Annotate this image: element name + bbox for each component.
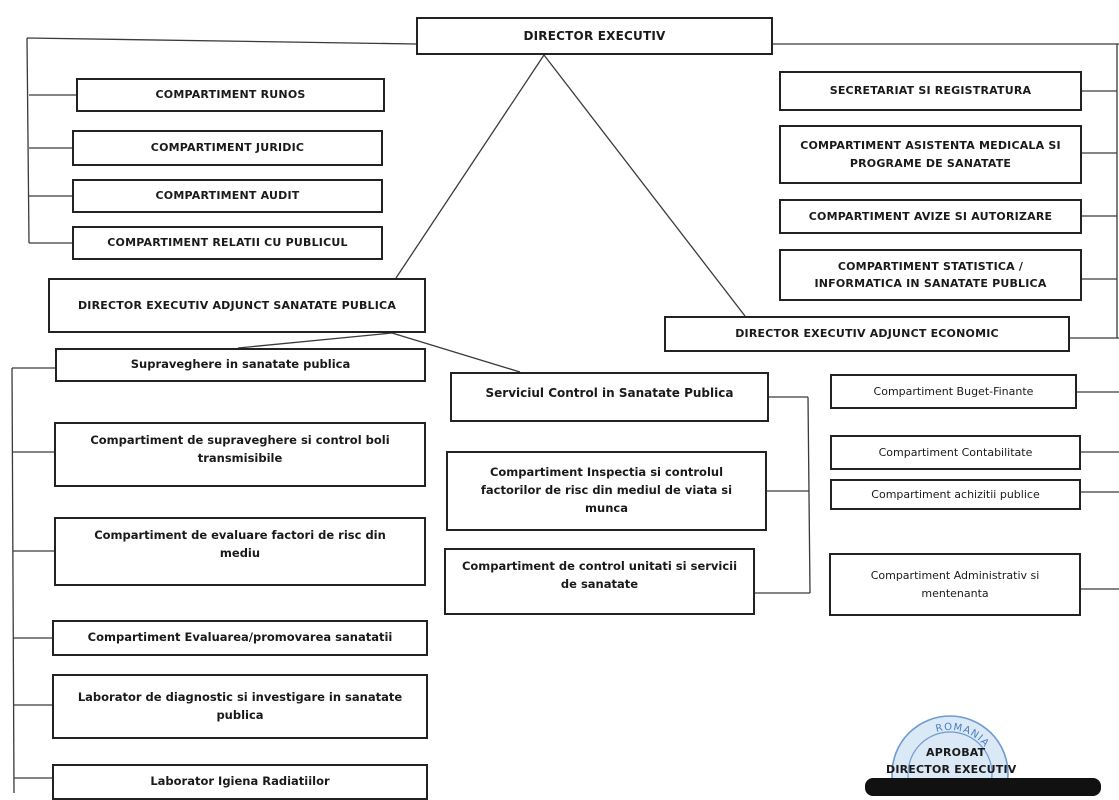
stamp-line-director: DIRECTOR EXECUTIV bbox=[886, 763, 1017, 776]
director-adjunct-sanatate-label: DIRECTOR EXECUTIV ADJUNCT SANATATE PUBLI… bbox=[77, 298, 397, 312]
compartiment-avize-autorizare-box[interactable]: COMPARTIMENT AVIZE SI AUTORIZARE bbox=[779, 199, 1082, 234]
supraveghere-sanatate-box[interactable]: Supraveghere in sanatate publica bbox=[55, 348, 426, 382]
serviciul-control-label: Serviciul Control in Sanatate Publica bbox=[485, 386, 734, 400]
compartiment-administrativ-box[interactable]: Compartiment Administrativ si mentenanta bbox=[829, 553, 1081, 616]
compartiment-asistenta-medicala-label: COMPARTIMENT ASISTENTA MEDICALA SI PROGR… bbox=[800, 139, 1061, 170]
laborator-igiena-radiatiilor-label: Laborator Igiena Radiatiilor bbox=[150, 774, 330, 789]
compartiment-juridic-label: COMPARTIMENT JURIDIC bbox=[150, 141, 305, 155]
laborator-igiena-radiatiilor-box[interactable]: Laborator Igiena Radiatiilor bbox=[52, 764, 428, 800]
approval-stamp-seal-icon: ROMANIA bbox=[891, 715, 1009, 793]
director-executiv-box[interactable]: DIRECTOR EXECUTIV bbox=[416, 17, 773, 55]
redacted-signature-bar bbox=[865, 778, 1101, 796]
compartiment-statistica-informatica-box[interactable]: COMPARTIMENT STATISTICA / INFORMATICA IN… bbox=[779, 249, 1082, 301]
compartiment-achizitii-publice-label: Compartiment achizitii publice bbox=[871, 487, 1040, 501]
compartiment-juridic-box[interactable]: COMPARTIMENT JURIDIC bbox=[72, 130, 383, 166]
compartiment-evaluare-factori-risc-label: Compartiment de evaluare factori de risc… bbox=[94, 528, 386, 560]
compartiment-boli-transmisibile-box[interactable]: Compartiment de supraveghere si control … bbox=[54, 422, 426, 487]
compartiment-buget-finante-label: Compartiment Buget-Finante bbox=[873, 384, 1034, 398]
director-adjunct-economic-box[interactable]: DIRECTOR EXECUTIV ADJUNCT ECONOMIC bbox=[664, 316, 1070, 352]
compartiment-contabilitate-box[interactable]: Compartiment Contabilitate bbox=[830, 435, 1081, 470]
compartiment-runos-box[interactable]: COMPARTIMENT RUNOS bbox=[76, 78, 385, 112]
compartiment-evaluarea-promovarea-label: Compartiment Evaluarea/promovarea sanata… bbox=[87, 630, 393, 645]
secretariat-registratura-box[interactable]: SECRETARIAT SI REGISTRATURA bbox=[779, 71, 1082, 111]
approval-stamp-text: APROBAT DIRECTOR EXECUTIV bbox=[886, 744, 1016, 778]
compartiment-audit-label: COMPARTIMENT AUDIT bbox=[155, 189, 300, 203]
compartiment-achizitii-publice-box[interactable]: Compartiment achizitii publice bbox=[830, 479, 1081, 510]
compartiment-inspectia-box[interactable]: Compartiment Inspectia si controlul fact… bbox=[446, 451, 767, 531]
compartiment-control-unitati-box[interactable]: Compartiment de control unitati si servi… bbox=[444, 548, 755, 615]
compartiment-contabilitate-label: Compartiment Contabilitate bbox=[878, 445, 1033, 459]
stamp-line-aprobat: APROBAT bbox=[926, 746, 986, 759]
laborator-diagnostic-box[interactable]: Laborator de diagnostic si investigare i… bbox=[52, 674, 428, 739]
compartiment-boli-transmisibile-label: Compartiment de supraveghere si control … bbox=[90, 433, 390, 465]
compartiment-evaluarea-promovarea-box[interactable]: Compartiment Evaluarea/promovarea sanata… bbox=[52, 620, 428, 656]
serviciul-control-box[interactable]: Serviciul Control in Sanatate Publica bbox=[450, 372, 769, 422]
secretariat-registratura-label: SECRETARIAT SI REGISTRATURA bbox=[829, 84, 1032, 98]
supraveghere-sanatate-label: Supraveghere in sanatate publica bbox=[130, 357, 351, 372]
compartiment-buget-finante-box[interactable]: Compartiment Buget-Finante bbox=[830, 374, 1077, 409]
director-adjunct-economic-label: DIRECTOR EXECUTIV ADJUNCT ECONOMIC bbox=[735, 327, 999, 341]
compartiment-evaluare-factori-risc-box[interactable]: Compartiment de evaluare factori de risc… bbox=[54, 517, 426, 586]
compartiment-administrativ-label: Compartiment Administrativ si mentenanta bbox=[870, 569, 1040, 600]
compartiment-inspectia-label: Compartiment Inspectia si controlul fact… bbox=[480, 465, 733, 515]
compartiment-asistenta-medicala-box[interactable]: COMPARTIMENT ASISTENTA MEDICALA SI PROGR… bbox=[779, 125, 1082, 184]
compartiment-runos-label: COMPARTIMENT RUNOS bbox=[155, 88, 306, 102]
compartiment-statistica-informatica-label: COMPARTIMENT STATISTICA / INFORMATICA IN… bbox=[814, 259, 1047, 290]
director-adjunct-sanatate-box[interactable]: DIRECTOR EXECUTIV ADJUNCT SANATATE PUBLI… bbox=[48, 278, 426, 333]
compartiment-relatii-publicul-label: COMPARTIMENT RELATII CU PUBLICUL bbox=[107, 236, 348, 250]
compartiment-relatii-publicul-box[interactable]: COMPARTIMENT RELATII CU PUBLICUL bbox=[72, 226, 383, 260]
director-executiv-label: DIRECTOR EXECUTIV bbox=[523, 28, 666, 43]
compartiment-audit-box[interactable]: COMPARTIMENT AUDIT bbox=[72, 179, 383, 213]
compartiment-avize-autorizare-label: COMPARTIMENT AVIZE SI AUTORIZARE bbox=[808, 209, 1053, 223]
laborator-diagnostic-label: Laborator de diagnostic si investigare i… bbox=[77, 689, 403, 722]
compartiment-control-unitati-label: Compartiment de control unitati si servi… bbox=[461, 559, 738, 591]
